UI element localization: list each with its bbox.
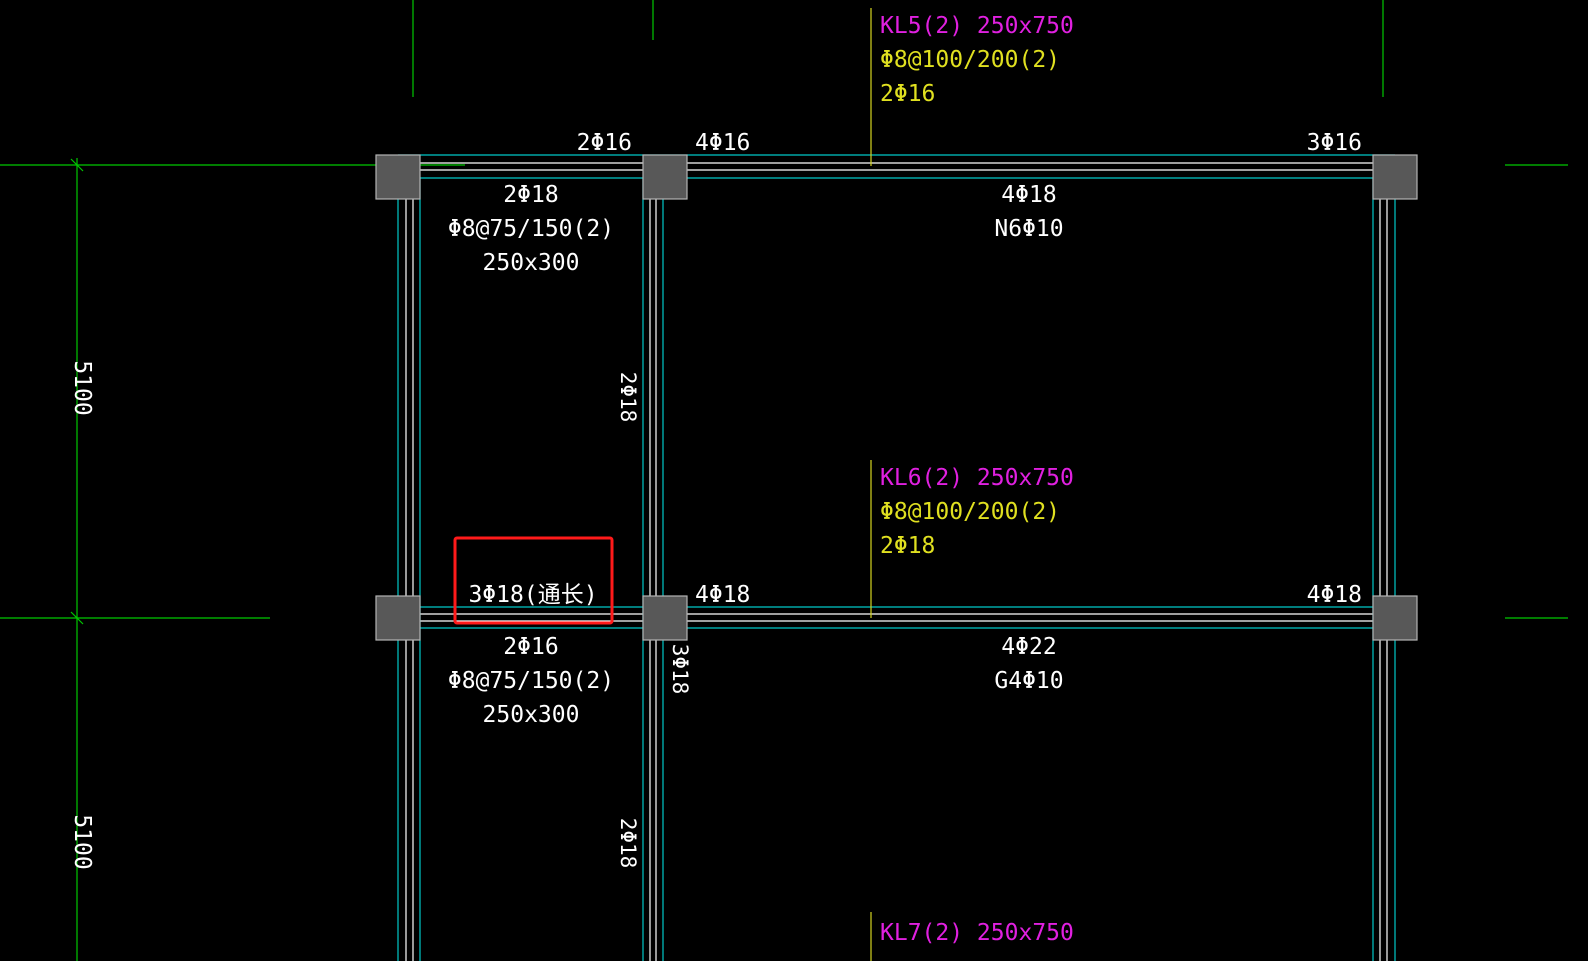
label-span1-lower-size[interactable]: 250x300 <box>483 702 580 728</box>
kl7-name: KL7(2) 250x750 <box>880 920 1074 946</box>
kl6-top-bars: 2Φ18 <box>880 533 935 559</box>
columns <box>375 154 1418 641</box>
label-highlight[interactable]: 3Φ18(通长) <box>468 582 597 608</box>
label-span1-upper-bottom[interactable]: 2Φ18 <box>503 182 558 208</box>
label-top-support-mid[interactable]: 4Φ16 <box>695 130 750 156</box>
column-mid-left[interactable] <box>375 595 421 641</box>
label-mid-support-right[interactable]: 4Φ18 <box>1307 582 1362 608</box>
beams <box>397 154 1396 961</box>
dimension-texts: 5100 5100 <box>69 360 95 869</box>
column-top-right[interactable] <box>1372 154 1418 200</box>
kl5-stirrup: Φ8@100/200(2) <box>880 47 1060 73</box>
label-span2-upper-bottom[interactable]: 4Φ18 <box>1001 182 1056 208</box>
callout-kl6[interactable]: KL6(2) 250x750 Φ8@100/200(2) 2Φ18 <box>880 465 1074 559</box>
callout-kl7[interactable]: KL7(2) 250x750 <box>880 920 1074 946</box>
label-span1-lower-bottom[interactable]: 2Φ16 <box>503 634 558 660</box>
column-mid-center[interactable] <box>642 595 688 641</box>
label-span1-upper-size[interactable]: 250x300 <box>483 250 580 276</box>
dimension-text-lower: 5100 <box>69 814 95 869</box>
label-top-support-right[interactable]: 3Φ16 <box>1307 130 1362 156</box>
dimension-tick-upper <box>70 158 84 172</box>
label-vertical-lower[interactable]: 2Φ18 <box>616 818 640 869</box>
label-span2-upper-waist[interactable]: N6Φ10 <box>994 216 1063 242</box>
kl6-name: KL6(2) 250x750 <box>880 465 1074 491</box>
highlight-box <box>453 536 614 625</box>
rebar-annotations: 2Φ16 4Φ16 3Φ16 2Φ18 Φ8@75/150(2) 250x300… <box>448 130 1362 868</box>
kl5-top-bars: 2Φ16 <box>880 81 935 107</box>
kl5-name: KL5(2) 250x750 <box>880 13 1074 39</box>
label-vertical-mid[interactable]: 3Φ18 <box>668 644 692 695</box>
label-span2-lower-bottom[interactable]: 4Φ22 <box>1001 634 1056 660</box>
column-top-left[interactable] <box>375 154 421 200</box>
column-top-center[interactable] <box>642 154 688 200</box>
kl6-stirrup: Φ8@100/200(2) <box>880 499 1060 525</box>
label-span1-lower-stirrup[interactable]: Φ8@75/150(2) <box>448 668 614 694</box>
label-top-support-left[interactable]: 2Φ16 <box>577 130 632 156</box>
dimension-text-upper: 5100 <box>69 360 95 415</box>
dimension-tick-mid <box>70 611 84 625</box>
label-span1-upper-stirrup[interactable]: Φ8@75/150(2) <box>448 216 614 242</box>
column-mid-right[interactable] <box>1372 595 1418 641</box>
label-span2-lower-waist[interactable]: G4Φ10 <box>994 668 1063 694</box>
callout-kl5[interactable]: KL5(2) 250x750 Φ8@100/200(2) 2Φ16 <box>880 13 1074 107</box>
label-vertical-upper[interactable]: 2Φ18 <box>616 372 640 423</box>
label-mid-support-mid[interactable]: 4Φ18 <box>695 582 750 608</box>
